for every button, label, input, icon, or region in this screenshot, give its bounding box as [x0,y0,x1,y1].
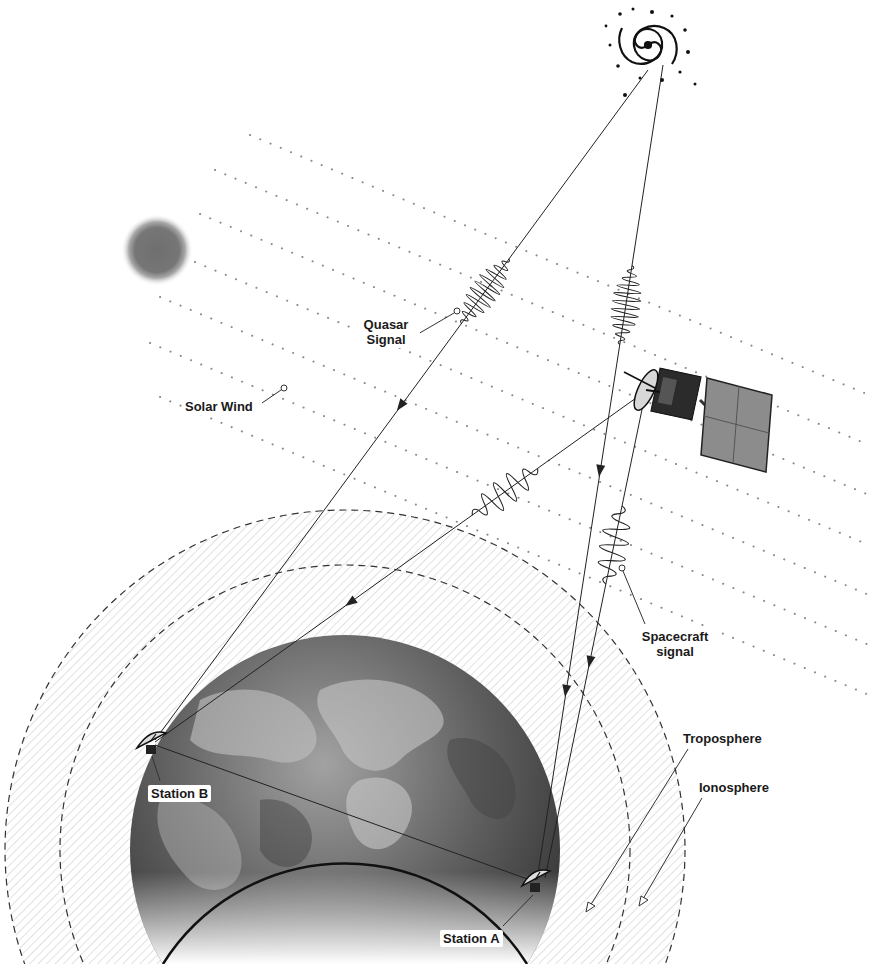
leader-lines [152,308,702,926]
ionosphere-boundary [5,510,685,964]
signal-paths [155,65,663,880]
callout-label: Station A [440,930,503,947]
quasar-galaxy [605,8,697,98]
signal-waves [450,250,646,587]
station-a-antenna [522,870,550,892]
sun [121,214,193,286]
signal-arrowheads [343,398,606,697]
callout-label: Spacecraft signal [632,628,718,660]
callout-label: Station B [148,785,211,802]
earth [100,635,600,964]
troposphere-boundary [60,565,630,964]
callout-label: Troposphere [680,730,765,747]
callout-label: Solar Wind [182,398,256,415]
spacecraft [624,367,772,472]
callout-label: Ionosphere [696,779,772,796]
atmosphere-hatching [5,510,685,964]
station-b-antenna [137,732,166,754]
callout-label: Quasar Signal [352,316,420,348]
